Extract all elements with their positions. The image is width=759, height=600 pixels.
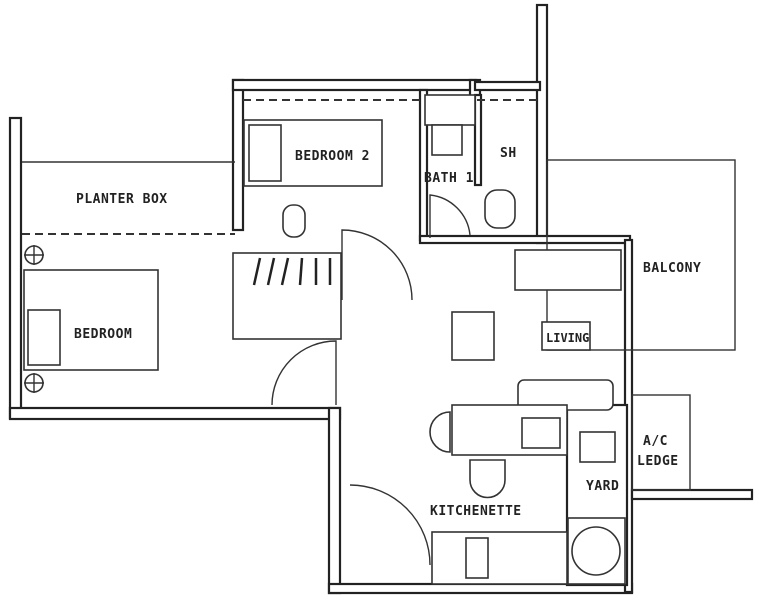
kitchen-counter xyxy=(431,531,568,585)
room-label-bedroom: BEDROOM xyxy=(74,327,132,342)
door-bath[interactable] xyxy=(429,194,471,238)
hob-icon xyxy=(465,537,489,579)
door-entrance[interactable] xyxy=(349,484,431,566)
wardrobe xyxy=(232,252,342,340)
washing-machine-icon xyxy=(571,526,621,576)
yard-sink-icon xyxy=(579,431,616,463)
ac-ledge-outline xyxy=(631,394,691,491)
room-label-bath-1: BATH 1 xyxy=(424,171,474,186)
basin-icon xyxy=(431,124,463,156)
dining-chair-bottom xyxy=(469,459,506,499)
pillow-2 xyxy=(248,124,282,182)
room-label-ac-ledge-1: A/C xyxy=(643,434,668,449)
room-label-yard: YARD xyxy=(586,479,619,494)
room-label-ac-ledge-2: LEDGE xyxy=(637,454,679,469)
sink-icon xyxy=(521,417,561,449)
light-fixture-icon xyxy=(24,245,44,393)
room-label-balcony: BALCONY xyxy=(643,261,701,276)
room-label-shower: SH xyxy=(500,146,517,161)
pillow xyxy=(27,309,61,366)
sofa xyxy=(514,249,622,291)
window-box xyxy=(424,94,476,126)
door-bedroom-2[interactable] xyxy=(341,229,413,301)
armchair xyxy=(451,311,495,361)
room-label-bedroom-2: BEDROOM 2 xyxy=(295,149,370,164)
living-label-box xyxy=(541,321,591,351)
room-label-planter-box: PLANTER BOX xyxy=(76,192,168,207)
toilet-icon xyxy=(484,189,516,229)
dining-chair-left xyxy=(429,411,451,453)
room-label-kitchenette: KITCHENETTE xyxy=(430,504,522,519)
door-bedroom[interactable] xyxy=(271,340,337,406)
room-label-living: LIVING xyxy=(546,331,589,345)
chair-icon xyxy=(282,204,306,238)
